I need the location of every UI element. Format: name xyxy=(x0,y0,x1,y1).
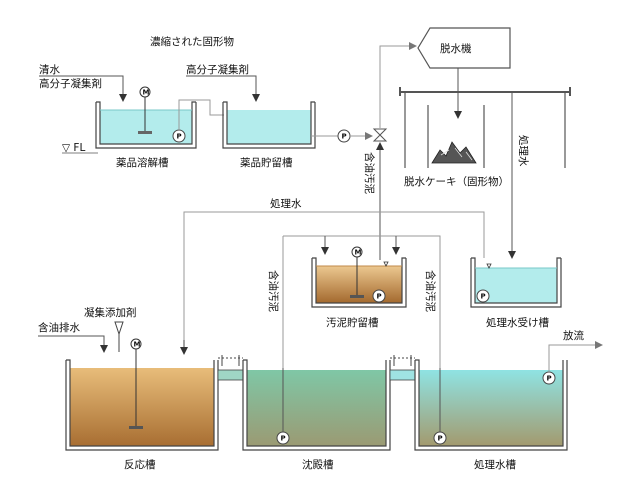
treated-water-tank-label: 処理水槽 xyxy=(474,458,516,471)
treated-tank-pump-bottom: P xyxy=(433,431,447,445)
dewatered-cake-label: 脱水ケーキ（固形物） xyxy=(404,175,509,188)
reaction-tank xyxy=(65,359,219,451)
svg-text:P: P xyxy=(547,375,552,383)
oily-sludge-top-label: 含油汚泥 xyxy=(363,152,376,194)
floor-level-label: ▽ FL xyxy=(62,142,85,154)
svg-text:M: M xyxy=(355,249,362,257)
treated-water-receiving-tank-label: 処理水受け槽 xyxy=(486,316,549,329)
sedimentation-tank-label: 沈殿槽 xyxy=(302,458,334,471)
clean-water-label: 清水 xyxy=(39,63,60,76)
svg-text:M: M xyxy=(143,89,150,97)
receiving-tank-pump: P xyxy=(476,289,490,303)
sludge-mixer: M xyxy=(350,246,364,298)
svg-text:P: P xyxy=(377,293,382,301)
discharge-pipe xyxy=(548,341,603,372)
sludge-storage-tank xyxy=(311,257,407,308)
valve-icon xyxy=(372,128,388,142)
treated-water-vertical-label: 処理水 xyxy=(517,135,530,167)
polymer-flocculant-label-1: 高分子凝集剤 xyxy=(39,77,102,90)
overflow-connector-1 xyxy=(217,355,244,381)
chemical-storage-tank xyxy=(222,101,316,149)
chemical-dissolution-tank-label: 薬品溶解槽 xyxy=(116,156,169,169)
svg-text:P: P xyxy=(342,133,347,141)
reaction-mixer: M xyxy=(129,338,143,429)
sedimentation-tank xyxy=(242,359,391,451)
oily-sludge-right-label: 含油汚泥 xyxy=(424,270,437,312)
svg-text:P: P xyxy=(177,133,182,141)
concentrated-solids-label: 濃縮された固形物 xyxy=(150,35,234,48)
feed-pipe-to-dewaterer xyxy=(379,42,417,128)
discharge-label: 放流 xyxy=(563,329,584,342)
svg-text:P: P xyxy=(281,435,286,443)
svg-text:P: P xyxy=(438,435,443,443)
overflow-connector-2 xyxy=(389,355,416,381)
svg-text:P: P xyxy=(481,293,486,301)
dissolution-mixer: M xyxy=(138,86,152,134)
oily-sludge-left-label: 含油汚泥 xyxy=(267,270,280,312)
sludge-storage-tank-label: 汚泥貯留槽 xyxy=(326,316,379,329)
dewatered-cake-icon xyxy=(431,141,477,164)
coagulant-dropper-icon xyxy=(114,321,124,336)
polymer-flocculant-label-2: 高分子凝集剤 xyxy=(186,63,249,76)
treated-water-horizontal-label: 処理水 xyxy=(270,197,302,210)
coagulant-addition-label: 凝集添加剤 xyxy=(84,306,137,319)
chemical-storage-tank-label: 薬品貯留槽 xyxy=(240,156,293,169)
chemical-feed-pump: P xyxy=(337,129,351,143)
dewatering-machine: 脱水機 xyxy=(417,27,511,69)
sedimentation-pump-left: P xyxy=(276,431,290,445)
dewatering-machine-label: 脱水機 xyxy=(440,42,472,55)
discharge-pump: P xyxy=(542,371,556,385)
treated-water-return-line xyxy=(183,211,485,352)
dissolution-pump: P xyxy=(172,129,186,143)
svg-text:M: M xyxy=(134,341,141,349)
reaction-tank-label: 反応槽 xyxy=(124,458,156,471)
dewatering-frame xyxy=(399,68,571,168)
sludge-pump: P xyxy=(372,289,386,303)
oily-wastewater-label: 含油排水 xyxy=(38,321,80,334)
